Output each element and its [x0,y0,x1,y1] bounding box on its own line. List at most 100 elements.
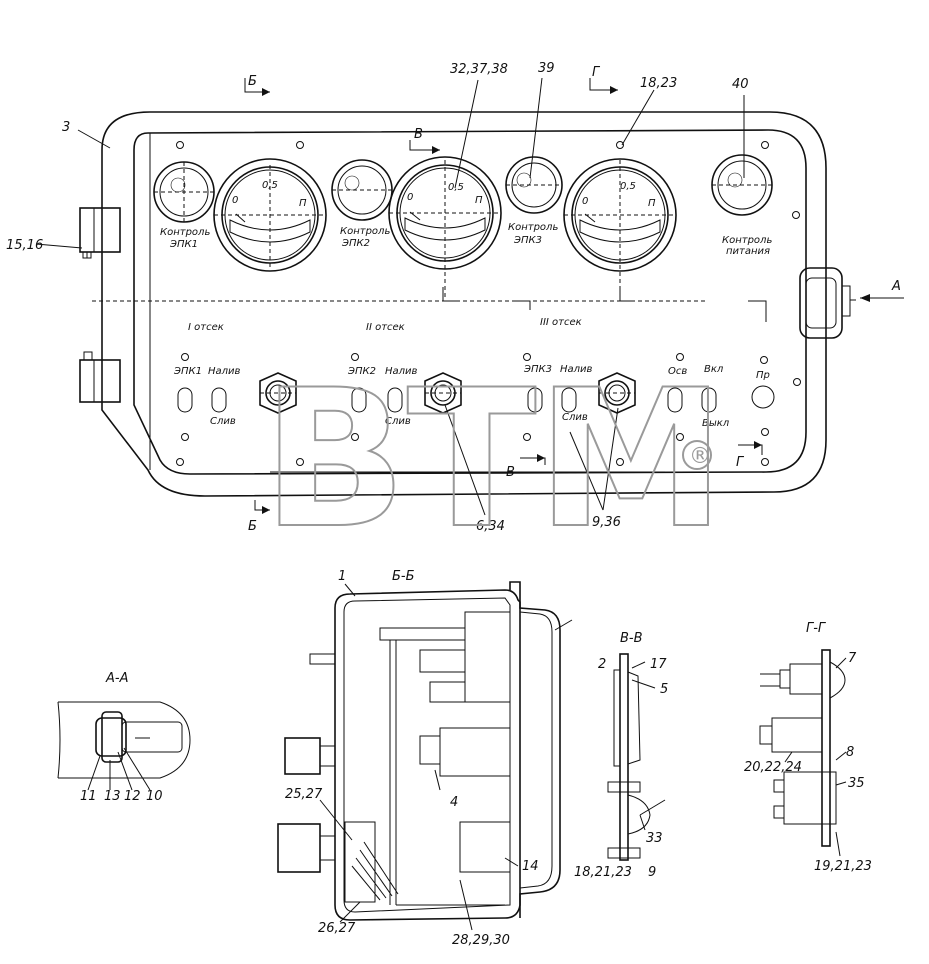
aa-callout-11: 11 [80,789,97,804]
section-gg-title: Г-Г [806,621,827,636]
front-view: 0 0,5 П 0 0,5 П 0 0,5 П Контроль ЭПК1 Ко… [6,61,904,534]
panel-outer-housing [101,111,827,497]
watermark-registered-circle [682,440,712,470]
aa-callout-10: 10 [146,789,163,804]
bb-callout-14: 14 [522,859,539,874]
lower-hinge [79,351,121,403]
vv-callout-2: 2 [598,657,606,672]
gauge1-zero: 0 [232,195,238,206]
section-arrows [244,78,763,514]
lamp-epk1 [153,161,215,223]
vv-callout-9: 9 [648,865,656,880]
aa-callout-12: 12 [124,789,141,804]
callout-40: 40 [732,77,749,92]
gauge1-half: 0,5 [262,180,278,191]
panel-screws [176,141,801,466]
section-v-top: В [414,127,423,142]
section-mark-mid [515,300,531,310]
watermark-text: BTM [262,349,726,570]
gauge3-full: П [648,198,656,209]
lamp1-label-b: ЭПК1 [169,239,198,250]
switch-label-epk2: ЭПК2 [347,366,376,377]
callout-32-37-38: 32,37,38 [450,62,508,77]
section-bb: Б-Б 1 4 14 [277,569,573,948]
compartment-1-label: I отсек [188,322,224,333]
view-a-arrowhead [860,294,870,302]
switch-label-epk1: ЭПК1 [173,366,202,377]
section-mark-g [748,300,767,322]
section-mark-right [619,287,635,302]
callout-18-23: 18,23 [640,76,677,91]
lamp-epk2 [331,159,393,221]
gg-callout-35: 35 [848,776,865,791]
switch-label-sliv3: Слив [562,412,588,423]
callout-6-34: 6,34 [476,519,505,534]
watermark: BTM ® [261,348,727,571]
section-g-bottom: Г [736,455,745,470]
aa-callout-13: 13 [104,789,121,804]
section-aa-title: А-А [105,671,128,686]
vv-callout-18-21-23: 18,21,23 [574,865,632,880]
switch-label-vkl: Вкл [704,364,724,375]
compartment-2-label: II отсек [366,322,405,333]
view-a-letter: А [891,279,901,294]
upper-hinge [79,207,121,259]
switch-label-vykl: Выкл [702,418,730,429]
bb-callout-25-27: 25,27 [285,787,323,802]
bb-callout-1: 1 [338,569,346,584]
cable-gland-3 [598,372,636,414]
switch-label-naliv3: Налив [560,364,593,375]
gg-callout-19-21-23: 19,21,23 [814,859,872,874]
gauge-2 [388,156,502,300]
cable-gland-1 [259,372,297,414]
gg-callout-20-22-24: 20,22,24 [744,760,802,775]
gauge2-zero: 0 [407,192,413,203]
lamp3-label-a: Контроль [508,222,558,233]
gauge2-half: 0,5 [448,182,464,193]
lamp1-label-a: Контроль [160,227,210,238]
lamp2-label-a: Контроль [340,226,390,237]
section-b-top: Б [248,74,257,89]
gauge2-full: П [475,195,483,206]
gauge-1 [213,158,327,272]
bb-callout-26-27: 26,27 [318,921,356,936]
gauge3-half: 0,5 [620,181,636,192]
switch-label-sliv2: Слив [385,416,411,427]
section-b-bottom: Б [248,519,257,534]
side-connector [799,267,856,339]
section-vv: В-В 2 17 5 33 18,21,23 9 [574,631,668,880]
switch-label-epk3: ЭПК3 [523,364,552,375]
callout-9-36: 9,36 [592,515,621,530]
front-leaders [35,77,745,516]
section-gg: Г-Г 7 8 20,22,24 35 19,21,23 [744,621,872,874]
gg-callout-7: 7 [848,651,857,666]
switch-label-pr: Пр [756,370,770,381]
switch-label-naliv1: Налив [208,366,241,377]
section-aa: А-А 11 13 12 10 [57,671,191,804]
gauge-3 [563,158,677,300]
lamp3-label-b: ЭПК3 [513,235,542,246]
bb-callout-4: 4 [450,795,458,810]
section-g-top: Г [592,65,601,80]
lamp2-label-b: ЭПК2 [341,238,370,249]
lamp-epk3 [505,156,563,214]
watermark-registered-mark: ® [689,444,711,469]
gauge1-full: П [299,198,307,209]
panel-inner-face [133,129,807,475]
compartment-3-label: III отсек [540,317,582,328]
vv-callout-17: 17 [650,657,667,672]
gg-callout-8: 8 [846,745,854,760]
cable-gland-2 [424,372,462,414]
switch-label-osv: Осв [668,366,687,377]
lamp-power [711,154,773,216]
callout-3: 3 [62,120,70,135]
lamp4-label-a: Контроль [722,235,772,246]
toggle-switches [177,385,775,413]
vv-callout-33: 33 [646,831,663,846]
callout-15-16: 15,16 [6,238,43,253]
gauge3-zero: 0 [582,196,588,207]
vv-callout-5: 5 [660,682,668,697]
bb-callout-28-29-30: 28,29,30 [452,933,510,948]
section-v-bottom: В [506,465,515,480]
